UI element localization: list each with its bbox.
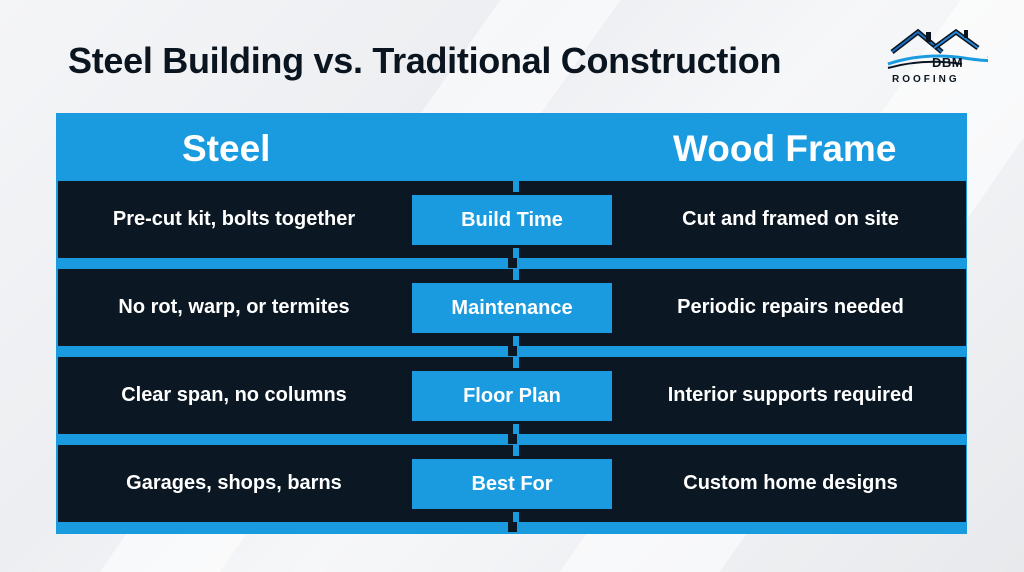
row-label-best-for: Best For: [409, 456, 615, 512]
row-label-text: Best For: [412, 459, 612, 509]
steel-cell-text: Clear span, no columns: [121, 384, 347, 406]
row-label-text: Maintenance: [412, 283, 612, 333]
row-divider: [508, 434, 517, 444]
steel-cell-text: Garages, shops, barns: [126, 472, 342, 494]
steel-cell-text: Pre-cut kit, bolts together: [112, 208, 356, 230]
row-label-maintenance: Maintenance: [409, 280, 615, 336]
row-label-floor-plan: Floor Plan: [409, 368, 615, 424]
row-divider: [508, 346, 517, 356]
row-divider: [508, 258, 517, 268]
wood-cell-text: Periodic repairs needed: [677, 296, 904, 318]
column-header-wood-frame: Wood Frame: [673, 128, 897, 169]
wood-cell-text: Custom home designs: [683, 472, 898, 494]
row-label-build-time: Build Time: [409, 192, 615, 248]
logo-sub-text: ROOFING: [892, 74, 960, 85]
company-logo: DBM ROOFING: [884, 24, 988, 96]
row-label-text: Floor Plan: [412, 371, 612, 421]
logo-brand-text: DBM: [932, 55, 964, 70]
wood-cell-text: Interior supports required: [667, 384, 914, 406]
row-divider: [508, 522, 517, 532]
steel-cell-text: No rot, warp, or termites: [118, 296, 350, 318]
column-header-steel: Steel: [182, 128, 271, 169]
wood-cell-text: Cut and framed on site: [682, 208, 899, 230]
roof-logo-icon: [887, 28, 988, 69]
row-label-text: Build Time: [412, 195, 612, 245]
page-title: Steel Building vs. Traditional Construct…: [68, 40, 782, 81]
